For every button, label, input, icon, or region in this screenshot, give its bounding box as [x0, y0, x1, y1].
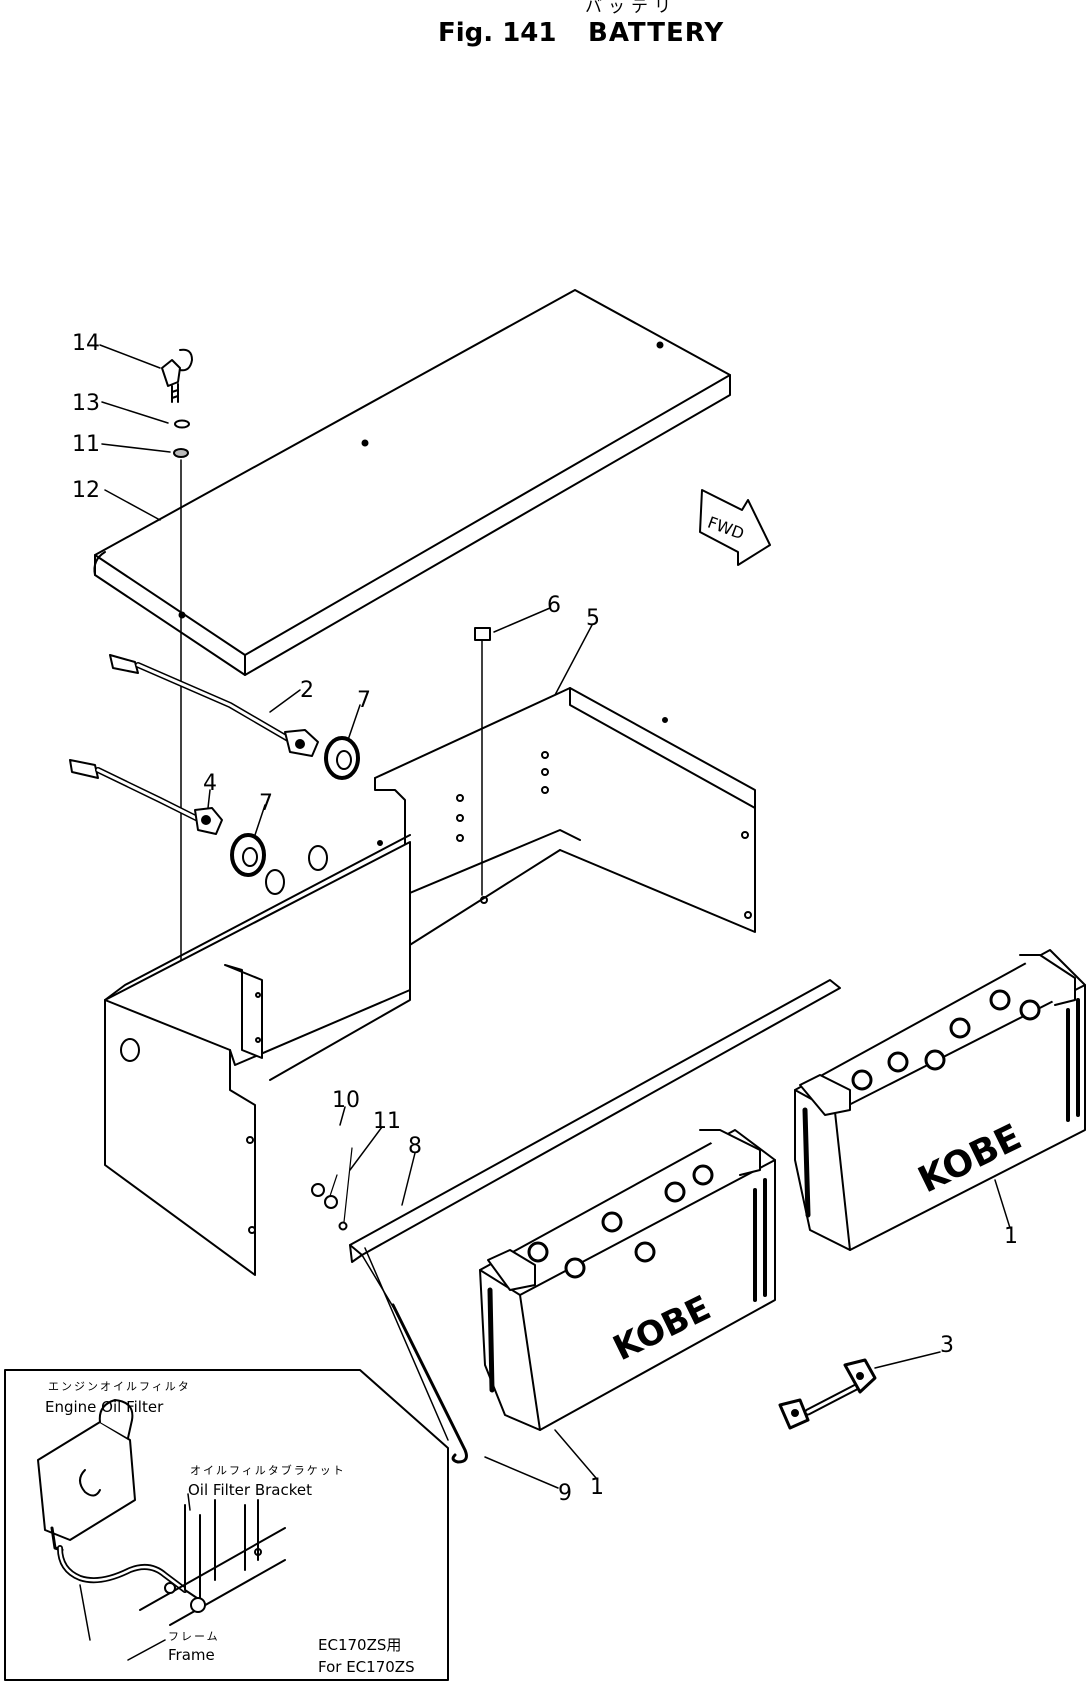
- callout-5: 5: [586, 606, 600, 631]
- callout-8: 8: [408, 1134, 422, 1159]
- engine-oil-filter-jp: エンジンオイルフィルタ: [48, 1380, 191, 1393]
- oil-filter-bracket-label: Oil Filter Bracket: [188, 1481, 312, 1499]
- battery-cover: [93, 289, 731, 676]
- model-label: For EC170ZS: [318, 1658, 415, 1676]
- battery-box: [104, 627, 756, 1276]
- inset-detail: エンジンオイルフィルタ Engine Oil Filter オイルフィルタブラケ…: [4, 1369, 449, 1681]
- callout-9: 9: [558, 1481, 572, 1506]
- battery-rear: KOBE: [794, 949, 1086, 1251]
- battery-front: KOBE: [479, 1129, 776, 1431]
- frame-jp: フレーム: [168, 1630, 220, 1643]
- battery-cable-2: [109, 654, 319, 757]
- figure-name: BATTERY: [588, 18, 725, 48]
- jumper-cable-3: [778, 1358, 877, 1430]
- frame-label: Frame: [168, 1646, 215, 1664]
- callout-11-lower: 11: [373, 1109, 401, 1134]
- callout-14: 14: [72, 331, 100, 356]
- callout-7-upper: 7: [357, 688, 371, 713]
- battery-hold-down: [311, 979, 841, 1464]
- callout-13: 13: [72, 391, 100, 416]
- title-japanese: バッテリ: [585, 0, 677, 17]
- leader-lines: [99, 344, 1011, 1489]
- callout-6: 6: [547, 593, 561, 618]
- model-jp: EC170ZS用: [318, 1636, 401, 1654]
- callout-10: 10: [332, 1088, 360, 1113]
- callout-11-upper: 11: [72, 432, 100, 457]
- callout-12: 12: [72, 478, 100, 503]
- grommet-upper: [324, 736, 360, 780]
- callout-1-front: 1: [590, 1475, 604, 1500]
- wing-bolt-assembly: [161, 348, 193, 991]
- engine-oil-filter-label: Engine Oil Filter: [45, 1398, 164, 1416]
- grommet-lower: [230, 833, 266, 877]
- callout-2: 2: [300, 678, 314, 703]
- battery-cable-4: [69, 759, 223, 835]
- callout-7-lower: 7: [259, 791, 273, 816]
- callout-1-rear: 1: [1004, 1224, 1018, 1249]
- fwd-arrow-icon: FWD: [699, 489, 771, 566]
- callout-4: 4: [203, 771, 217, 796]
- figure-number: Fig. 141: [438, 18, 557, 48]
- figure-title: バッテリ Fig. 141 BATTERY: [0, 0, 1090, 60]
- oil-filter-bracket-jp: オイルフィルタブラケット: [190, 1463, 346, 1477]
- callout-3: 3: [940, 1333, 954, 1358]
